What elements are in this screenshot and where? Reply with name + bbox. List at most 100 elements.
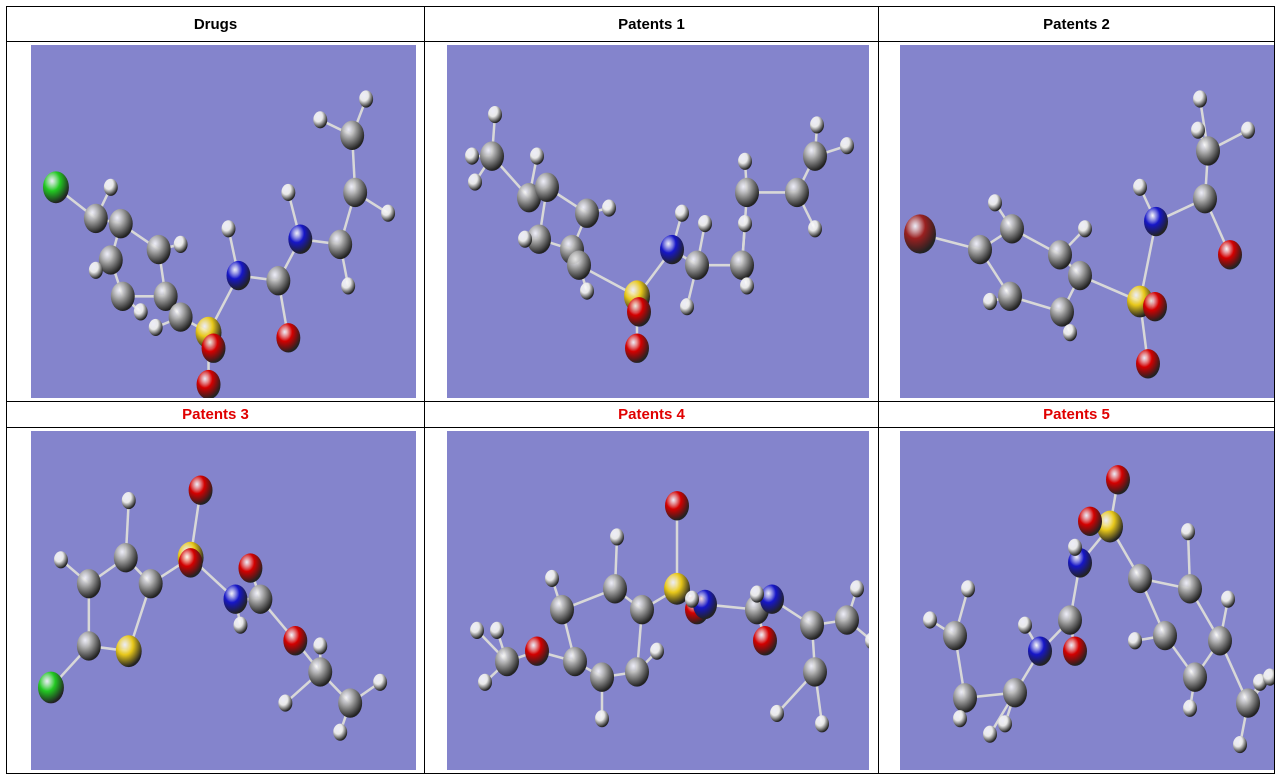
atom-c <box>1183 662 1207 693</box>
atom-h <box>983 726 997 744</box>
atom-c <box>1000 214 1024 244</box>
molecule-panel-drugs <box>31 45 416 399</box>
atom-c <box>113 543 138 573</box>
molecule-panel-patents-4 <box>447 431 869 770</box>
atom-h <box>373 674 388 692</box>
atom-h <box>961 580 975 598</box>
atom-c <box>590 662 614 693</box>
atom-o <box>627 297 651 327</box>
atom-c <box>1208 626 1232 656</box>
molecule-patents-2 <box>904 90 1255 379</box>
atom-o <box>753 626 777 656</box>
cell-patents-3 <box>6 427 425 774</box>
atom-c <box>730 250 754 281</box>
atom-o <box>1078 507 1102 537</box>
atom-c <box>98 245 123 276</box>
atom-n <box>288 224 313 255</box>
atom-c <box>803 141 827 172</box>
atom-h <box>470 622 484 640</box>
atom-h <box>488 106 502 124</box>
cell-patents-4 <box>424 427 879 774</box>
atom-h <box>595 710 609 728</box>
atom-h <box>865 633 869 649</box>
atom-c <box>108 209 133 239</box>
atom-h <box>133 303 148 321</box>
atom-o <box>1143 292 1167 322</box>
atom-h <box>1063 324 1077 342</box>
atom-h <box>610 528 624 546</box>
atom-h <box>1068 539 1082 557</box>
atom-s <box>664 573 690 606</box>
atom-cl <box>37 672 64 704</box>
atom-h <box>675 205 689 223</box>
cell-patents-5 <box>878 427 1275 774</box>
atom-h <box>810 116 824 134</box>
atom-c <box>266 266 291 296</box>
atom-h <box>1193 90 1207 108</box>
atom-h <box>88 262 103 280</box>
atom-c <box>943 621 967 651</box>
header-patents-3: Patents 3 <box>6 401 425 429</box>
atom-c <box>76 569 101 599</box>
atom-h <box>148 319 163 337</box>
molecule-panel-patents-2 <box>900 45 1274 399</box>
atom-c <box>735 178 759 208</box>
atom-n <box>1144 207 1168 237</box>
molecule-drugs <box>42 90 396 399</box>
atom-o <box>238 553 263 584</box>
atom-h <box>1128 632 1142 650</box>
atom-c <box>338 688 363 719</box>
atom-c <box>76 631 101 662</box>
atom-c <box>340 121 365 151</box>
atom-h <box>1263 669 1274 687</box>
atom-c <box>630 595 654 625</box>
atom-h <box>1233 736 1247 754</box>
molecule-panel-patents-3 <box>31 431 416 770</box>
atom-h <box>738 153 752 171</box>
atom-h <box>998 715 1012 733</box>
header-patents-4: Patents 4 <box>424 401 879 429</box>
atom-h <box>953 710 967 728</box>
atom-c <box>83 204 108 234</box>
molecule-panel-patents-5 <box>900 431 1274 770</box>
atom-h <box>983 293 997 311</box>
atom-c <box>517 183 541 213</box>
atom-h <box>1183 700 1197 718</box>
atom-c <box>835 605 859 636</box>
atom-n <box>226 261 251 291</box>
atom-h <box>602 199 616 217</box>
atom-c <box>953 683 977 714</box>
atom-h <box>770 705 784 723</box>
molecule-panel-patents-1 <box>447 45 869 399</box>
molecule-patents-5 <box>923 465 1274 754</box>
atom-h <box>650 643 664 661</box>
atom-h <box>359 90 374 108</box>
atom-h <box>233 617 248 635</box>
atom-h <box>1241 121 1255 140</box>
header-patents-5: Patents 5 <box>878 401 1275 429</box>
atom-c <box>1003 678 1027 708</box>
atom-h <box>685 591 699 609</box>
atom-h <box>313 111 328 129</box>
atom-c <box>803 657 827 688</box>
atom-o <box>1106 465 1130 495</box>
atom-n <box>693 590 717 620</box>
atom-c <box>575 198 599 229</box>
atom-h <box>680 298 694 316</box>
atom-n <box>223 584 248 615</box>
atom-o <box>188 475 213 506</box>
atom-c <box>1128 564 1152 594</box>
atom-h <box>1018 617 1032 635</box>
atom-c <box>800 610 824 641</box>
atom-n <box>1028 636 1052 667</box>
atom-n <box>760 584 784 615</box>
atom-h <box>530 147 544 166</box>
atom-o <box>1136 349 1160 379</box>
molecule-patents-3 <box>37 475 388 742</box>
atom-o <box>283 626 308 656</box>
atom-c <box>495 647 519 677</box>
atom-c <box>1178 574 1202 605</box>
atom-h <box>103 179 118 197</box>
atom-c <box>480 141 504 172</box>
atom-h <box>698 215 712 233</box>
